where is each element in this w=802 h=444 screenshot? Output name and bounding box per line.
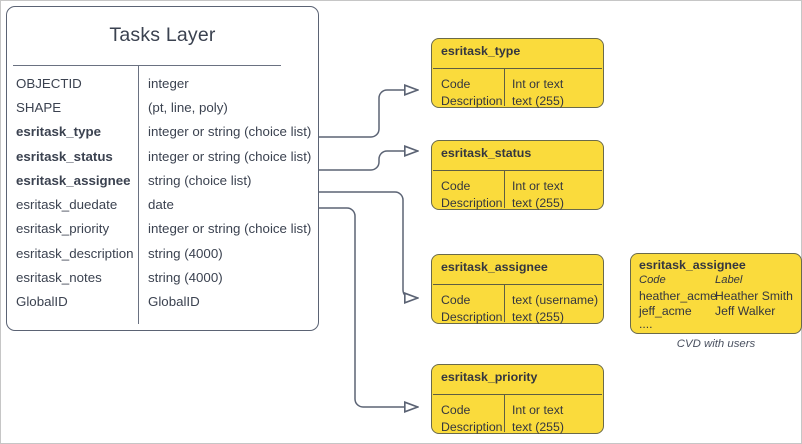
code-table-column-divider [504,394,505,432]
entity-field-row: GlobalID GlobalID [7,290,318,314]
entity-field-name: esritask_priority [16,221,110,237]
code-table-esritask-type[interactable]: esritask_type Code Description Int or te… [431,38,604,108]
cvd-row-label: Jeff Walker [715,304,776,318]
entity-title: Tasks Layer [109,23,216,46]
code-table-header-divider [433,170,602,171]
entity-field-row: esritask_status integer or string (choice… [7,144,318,168]
cvd-sample-box[interactable]: esritask_assignee Code Label heather_acme… [630,253,802,334]
field-type: text (255) [512,195,564,210]
field-name: Code [441,179,471,193]
field-name: Description [441,93,503,108]
code-table-column-divider [504,284,505,322]
entity-field-type: integer [148,75,189,91]
code-table-field-names: Code Description [441,292,503,325]
entity-field-name: esritask_description [16,245,134,261]
field-type: Int or text [512,77,564,91]
field-type: Int or text [512,179,564,193]
field-type: Int or text [512,403,564,417]
field-type: text (username) [512,293,599,307]
entity-field-name: OBJECTID [16,75,82,91]
code-table-field-names: Code Description [441,402,503,435]
code-table-esritask-priority[interactable]: esritask_priority Code Description Int o… [431,364,604,434]
code-table-title: esritask_priority [441,370,538,384]
cvd-row-code: heather_acme [639,289,717,303]
cvd-row: heather_acmeHeather Smith [639,289,793,303]
entity-field-type: string (choice list) [148,172,252,188]
entity-field-type: integer or string (choice list) [148,148,312,164]
field-name: Code [441,403,471,417]
cvd-row-label: Heather Smith [715,289,793,303]
field-name: Description [441,419,503,434]
entity-field-type: string (4000) [148,270,223,286]
entity-column-divider [138,65,139,324]
cvd-header-code: Code [639,274,666,286]
code-table-header-divider [433,394,602,395]
entity-field-row: esritask_description string (4000) [7,241,318,265]
code-table-field-types: Int or text text (255) [512,402,564,435]
entity-field-type: (pt, line, poly) [148,99,228,115]
entity-field-row: OBJECTID integer [7,71,318,95]
entity-field-row: esritask_assignee string (choice list) [7,168,318,192]
code-table-field-types: Int or text text (255) [512,76,564,109]
entity-field-row: SHAPE (pt, line, poly) [7,95,318,119]
field-name: Description [441,195,503,210]
code-table-esritask-status[interactable]: esritask_status Code Description Int or … [431,140,604,210]
cvd-title: esritask_assignee [639,258,746,272]
field-type: text (255) [512,93,564,108]
field-type: text (255) [512,419,564,434]
entity-field-name: SHAPE [16,99,62,115]
field-type: text (255) [512,309,564,324]
entity-field-type: date [148,197,174,213]
entity-field-name: GlobalID [16,294,68,310]
cvd-caption: CVD with users [676,338,756,350]
field-name: Description [441,309,503,324]
code-table-title: esritask_status [441,146,532,160]
entity-field-type: integer or string (choice list) [148,124,312,140]
code-table-field-types: Int or text text (255) [512,178,564,211]
entity-field-type: string (4000) [148,245,223,261]
cvd-ellipsis: .... [639,317,653,331]
code-table-header-divider [433,68,602,69]
field-name: Code [441,293,471,307]
code-table-title: esritask_type [441,44,521,58]
cvd-row-code: jeff_acme [639,304,692,318]
entity-field-name: esritask_status [16,148,113,164]
code-table-title: esritask_assignee [441,260,548,274]
cvd-row: jeff_acme Jeff Walker [639,304,775,318]
code-table-esritask-assignee[interactable]: esritask_assignee Code Description text … [431,254,604,324]
code-table-field-types: text (username) text (255) [512,292,598,325]
entity-field-row: esritask_duedate date [7,192,318,216]
cvd-header-row: Code Label [639,274,742,286]
code-table-column-divider [504,68,505,106]
entity-field-name: esritask_duedate [16,197,118,213]
cvd-header-label: Label [715,274,743,286]
entity-header-divider [13,65,281,66]
entity-field-row: esritask_priority integer or string (choi… [7,217,318,241]
entity-field-type: integer or string (choice list) [148,221,312,237]
entity-field-name: esritask_assignee [16,172,131,188]
entity-field-type: GlobalID [148,294,200,310]
entity-field-name: esritask_notes [16,270,102,286]
code-table-field-names: Code Description [441,76,503,109]
entity-field-row: esritask_notes string (4000) [7,265,318,289]
entity-field-name: esritask_type [16,124,102,140]
code-table-field-names: Code Description [441,178,503,211]
code-table-column-divider [504,170,505,208]
field-name: Code [441,77,471,91]
entity-field-row: esritask_type integer or string (choice l… [7,120,318,144]
code-table-header-divider [433,284,602,285]
